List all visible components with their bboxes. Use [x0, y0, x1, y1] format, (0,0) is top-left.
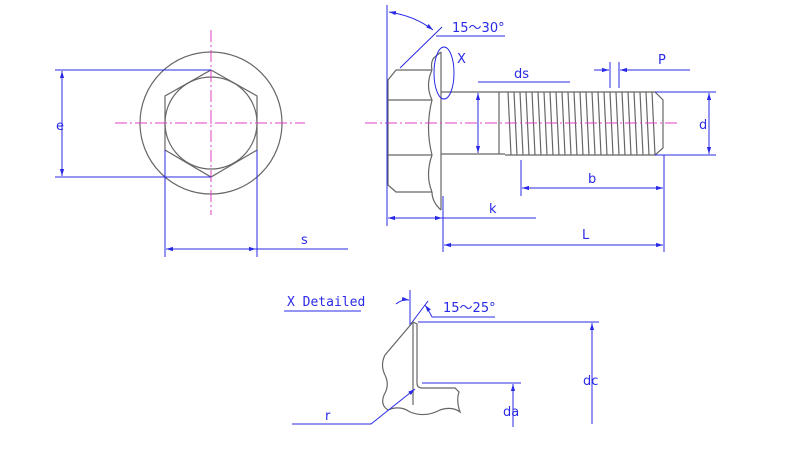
label-dc: dc: [583, 374, 598, 389]
label-da: da: [503, 405, 519, 420]
side-view: 15～30° X ds P d b k L: [365, 5, 716, 252]
label-x: X: [457, 52, 466, 67]
label-l: L: [582, 228, 590, 243]
end-view: e s: [55, 30, 348, 257]
label-k: k: [489, 202, 497, 217]
detail-x-ellipse: [433, 46, 455, 100]
label-r: r: [325, 409, 331, 424]
label-detail-angle: 15～25°: [443, 301, 496, 316]
label-ds: ds: [514, 67, 529, 82]
label-s: s: [301, 233, 308, 248]
label-b: b: [588, 172, 596, 187]
label-d: d: [699, 118, 707, 133]
label-p: P: [658, 53, 666, 68]
detail-x-view: X Detailed 15～25° dc da r: [284, 290, 599, 427]
detail-title: X Detailed: [287, 295, 365, 310]
label-e: e: [56, 119, 64, 134]
label-head-angle: 15～30°: [452, 21, 505, 36]
